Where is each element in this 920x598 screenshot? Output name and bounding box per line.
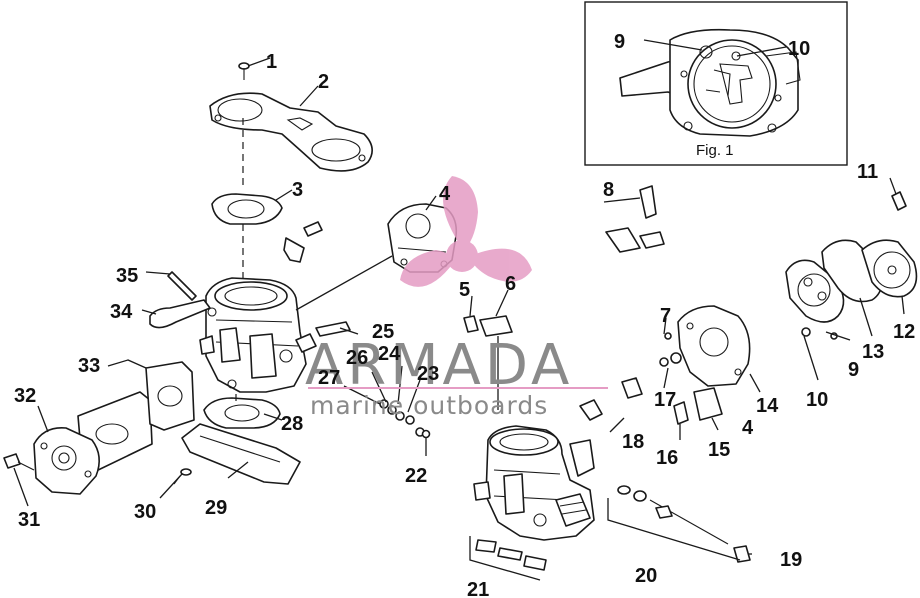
callout-15: 15 [708, 439, 730, 461]
part-shaft-20 [617, 485, 729, 545]
part-screw-30 [173, 468, 192, 485]
callout-2: 2 [318, 71, 329, 93]
callout-12: 12 [893, 321, 915, 343]
part-jets-21 [475, 539, 547, 571]
part-rod-35 [167, 271, 197, 301]
leader-35 [145, 271, 171, 275]
callout-1: 1 [266, 51, 277, 73]
inset-fig1: 9 10 Fig. 1 [584, 1, 848, 166]
leader-lines [13, 57, 905, 581]
callout-17: 17 [654, 389, 676, 411]
callout-24: 24 [378, 343, 401, 365]
callout-labels: 1 2 3 4 5 6 7 8 9 10 11 12 13 14 15 16 1… [14, 51, 915, 598]
inset-carb-body [619, 28, 801, 137]
callout-13: 13 [862, 341, 884, 363]
callout-27: 27 [318, 367, 340, 389]
inset-callout-10: 10 [788, 38, 810, 60]
inset-leader-9 [643, 39, 703, 51]
callout-23: 23 [417, 363, 439, 385]
part-mounting-plate-2 [209, 92, 373, 172]
callout-20: 20 [635, 565, 657, 587]
part-cap-19 [733, 545, 751, 563]
part-bracket-8 [605, 185, 665, 253]
part-link-34 [149, 299, 211, 329]
callout-34: 34 [110, 301, 133, 323]
callout-22: 22 [405, 465, 427, 487]
part-filter-6 [479, 315, 513, 337]
part-gasket-28 [203, 397, 281, 429]
callout-3: 3 [292, 179, 303, 201]
callout-29: 29 [205, 497, 227, 519]
inset-callout-9: 9 [614, 31, 625, 53]
callout-5: 5 [459, 279, 470, 301]
part-plug-5 [463, 315, 479, 333]
inset-leader-10 [736, 46, 787, 57]
callout-9: 9 [848, 359, 859, 381]
propeller-logo-icon [400, 176, 532, 287]
callout-16: 16 [656, 447, 678, 469]
callout-6: 6 [505, 273, 516, 295]
part-screw-31 [3, 453, 35, 471]
callout-35: 35 [116, 265, 138, 287]
callout-28: 28 [281, 413, 303, 435]
callout-11: 11 [857, 161, 878, 183]
callout-14: 14 [756, 395, 779, 417]
callout-33: 33 [78, 355, 100, 377]
callout-25: 25 [372, 321, 394, 343]
part-right-carburetor [473, 425, 595, 541]
part-screw-22 [421, 429, 431, 439]
watermark-tagline: marine outboards [310, 391, 548, 420]
part-screw-7 [664, 332, 672, 340]
part-pump-cover-32 [33, 427, 100, 495]
part-small-parts-17 [579, 352, 682, 421]
callout-4-top: 4 [439, 183, 451, 205]
callout-4-right: 4 [742, 417, 754, 439]
callout-30: 30 [134, 501, 156, 523]
callout-19: 19 [780, 549, 802, 571]
callout-7: 7 [660, 305, 671, 327]
callout-21: 21 [467, 579, 489, 598]
part-gasket-15 [693, 387, 723, 421]
callout-18: 18 [622, 431, 644, 453]
part-fuel-pump-14 [677, 305, 751, 387]
callout-32: 32 [14, 385, 36, 407]
part-gasket-3 [211, 193, 283, 225]
part-bracket [283, 221, 323, 263]
callout-31: 31 [18, 509, 40, 531]
part-plate-29 [181, 423, 301, 485]
part-screws-23-27 [315, 321, 425, 437]
part-left-carburetor [199, 277, 317, 393]
part-screw-1 [238, 62, 250, 80]
part-spring-16 [673, 401, 689, 425]
brand-watermark: ARMADA marine outboards [305, 176, 608, 420]
inset-caption: Fig. 1 [696, 142, 734, 159]
part-screw-11 [891, 191, 907, 211]
callout-26: 26 [346, 347, 368, 369]
leader-body-to-4 [295, 255, 393, 311]
callout-8: 8 [603, 179, 614, 201]
callout-10: 10 [806, 389, 828, 411]
